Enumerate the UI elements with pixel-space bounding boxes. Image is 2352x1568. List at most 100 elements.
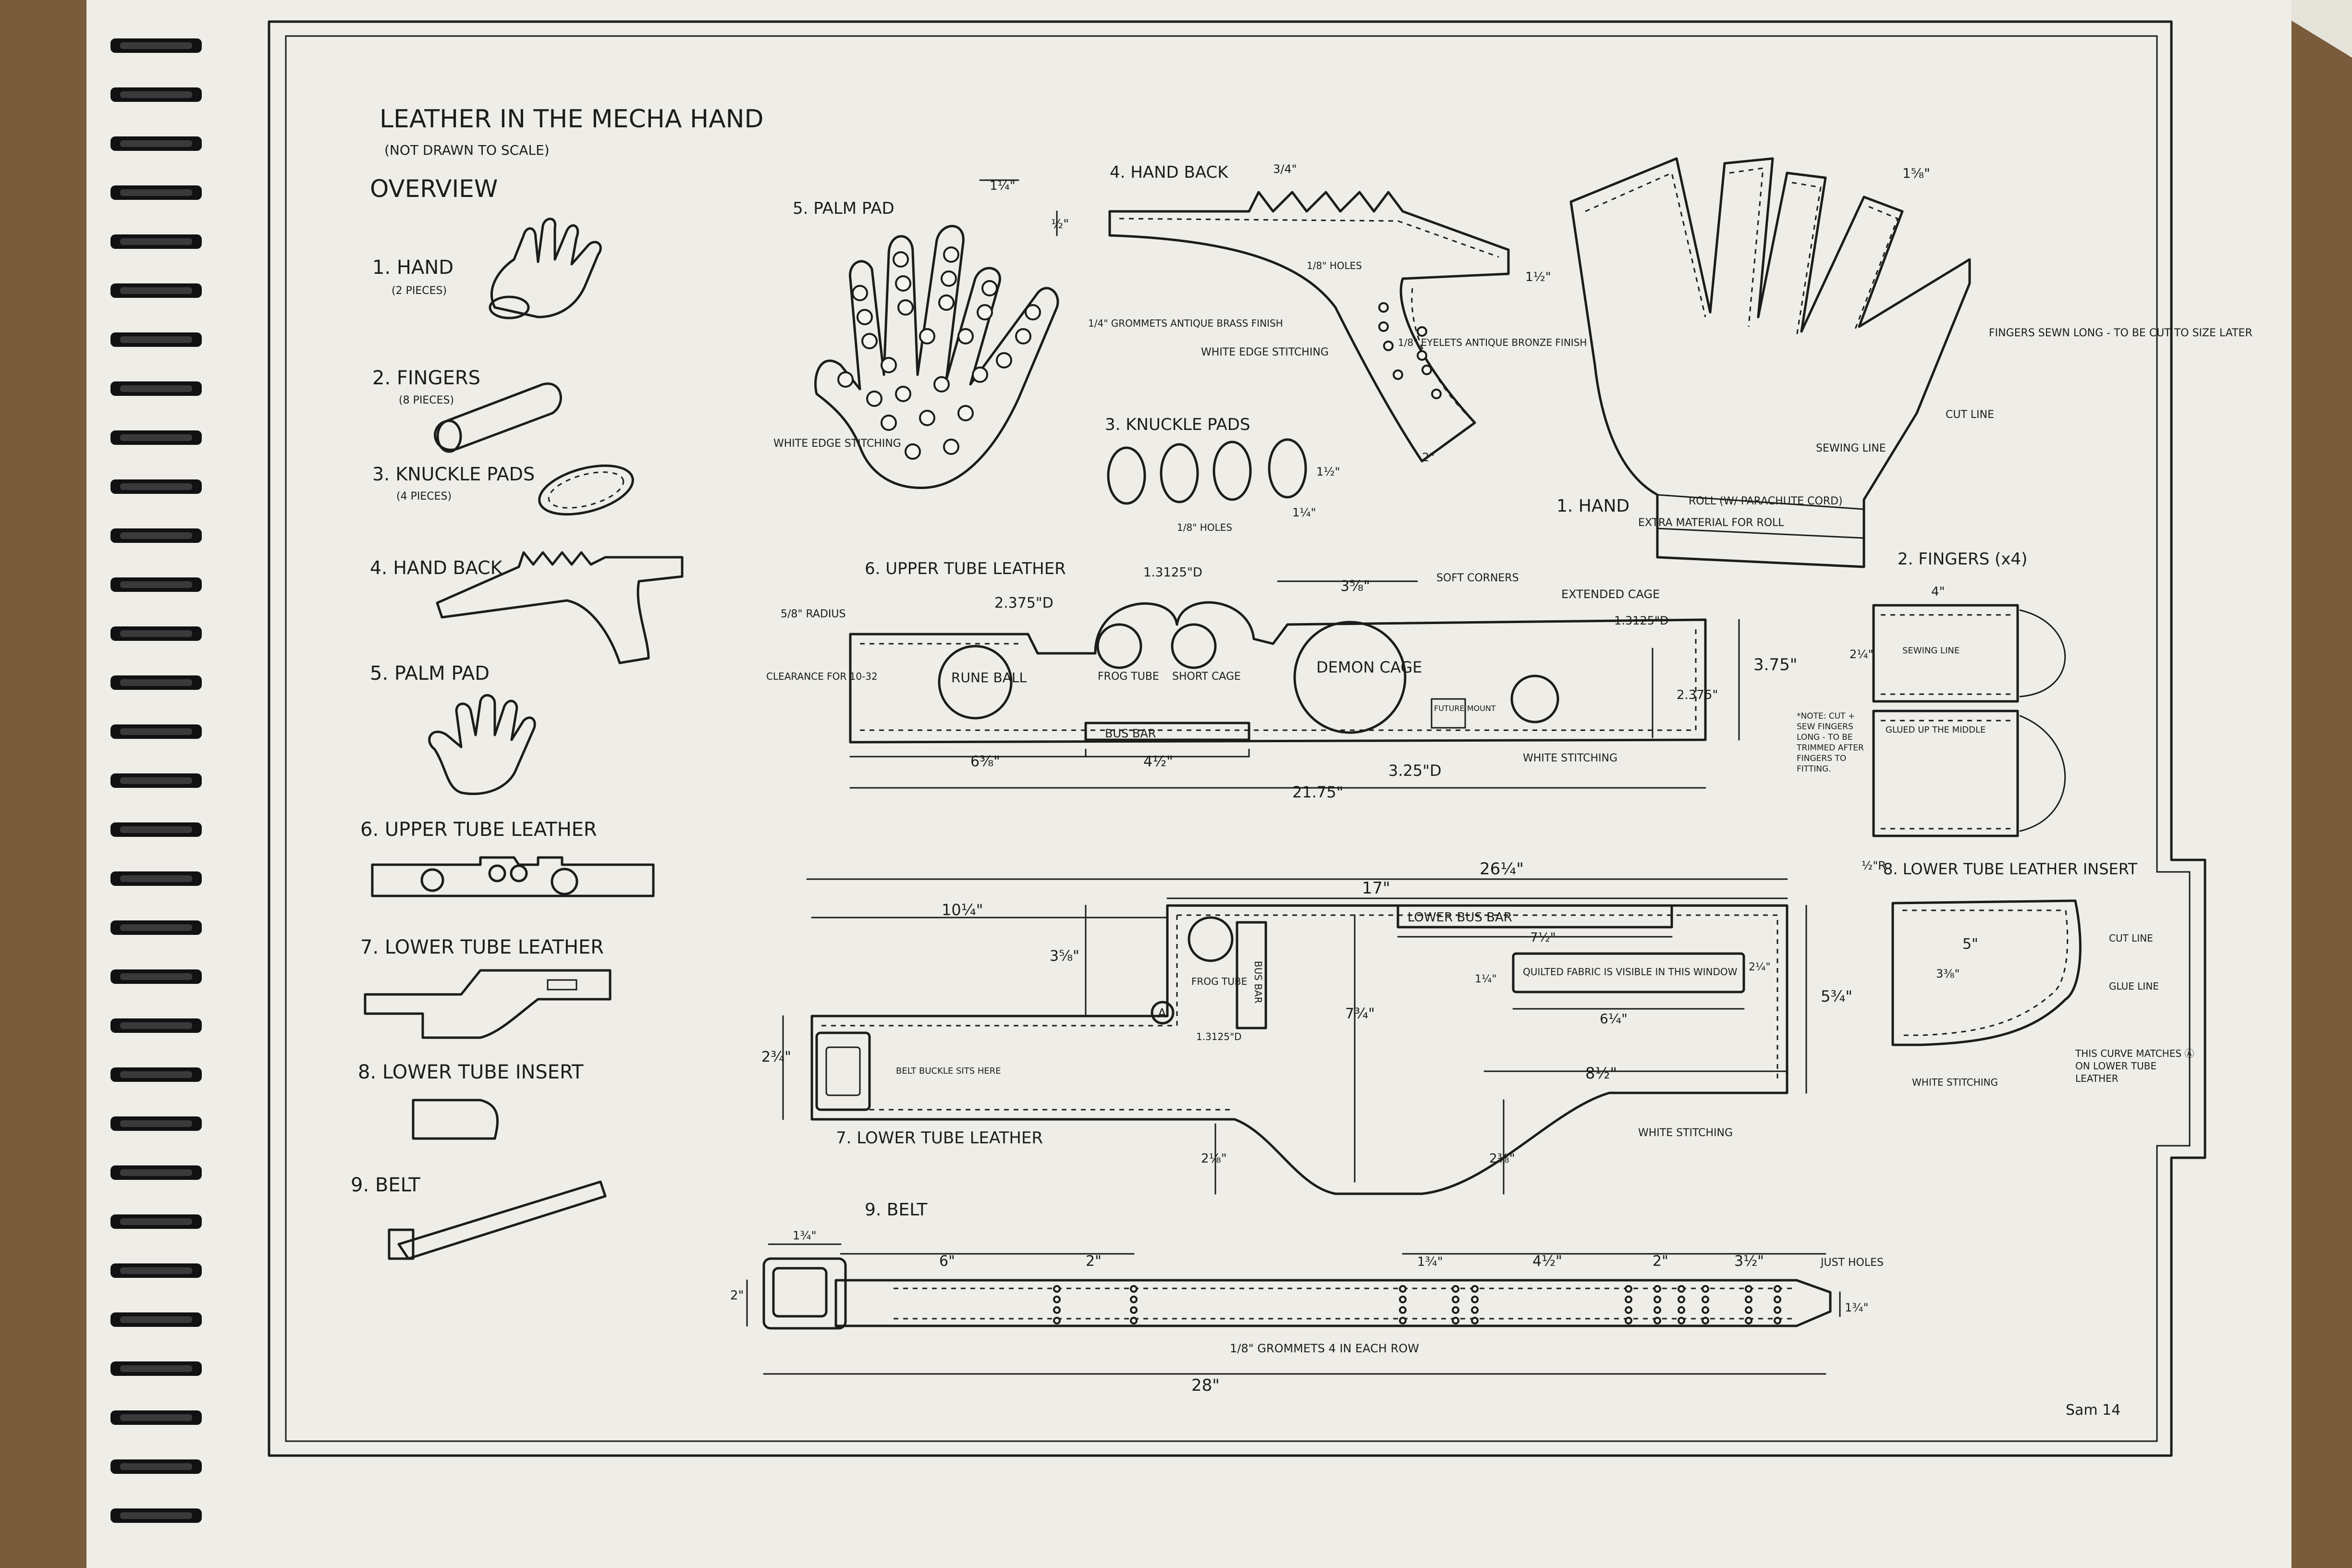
overview-item-palm-pad: 5. PALM PAD [370, 662, 490, 685]
lower-tube-dim-bus: 7½" [1530, 931, 1556, 945]
lower-tube-dim-total: 26¼" [1480, 859, 1524, 879]
belt-grommet [1774, 1317, 1781, 1324]
hand-back-eyelet [1421, 365, 1432, 375]
sheet-subtitle: (NOT DRAWN TO SCALE) [384, 142, 550, 158]
lower-tube-window-note: QUILTED FABRIC IS VISIBLE IN THIS WINDOW [1523, 966, 1738, 978]
palm-grommet [943, 246, 959, 263]
lower-tube-dim-left: 10¼" [942, 901, 983, 919]
belt-grommet [1774, 1285, 1781, 1293]
palm-grommet [881, 357, 897, 373]
spiral-coil-shine [120, 287, 192, 294]
overview-upper-tube-sketch [371, 856, 655, 897]
overview-insert-sketch [412, 1099, 499, 1140]
hand-back-dim-top: 3/4" [1273, 162, 1297, 176]
hand-fingers-note: FINGERS SEWN LONG - TO BE CUT TO SIZE LA… [1989, 327, 2253, 339]
belt-grommet [1625, 1317, 1632, 1324]
hand-sewing-line: SEWING LINE [1816, 442, 1886, 454]
belt-grommet [1130, 1296, 1138, 1303]
palm-grommet [938, 294, 955, 311]
upper-tube-future-mount: FUTURE MOUNT [1434, 704, 1496, 713]
belt-dim-height: 2" [730, 1288, 744, 1303]
spiral-coil-shine [120, 777, 192, 784]
belt-grommet [1745, 1296, 1752, 1303]
spiral-coil-shine [120, 1414, 192, 1421]
belt-holes-note: JUST HOLES [1820, 1257, 1884, 1269]
belt-grommet [1654, 1285, 1661, 1293]
fingers-note: *NOTE: CUT + SEW FINGERS LONG - TO BE TR… [1797, 711, 1864, 774]
lower-tube-lower-bus-bar: LOWER BUS BAR [1408, 910, 1512, 925]
lower-tube-dim-mid: 7¾" [1345, 1005, 1375, 1022]
lower-insert-title: 8. LOWER TUBE LEATHER INSERT [1883, 860, 2138, 878]
upper-tube-bus-bar: BUS BAR [1105, 727, 1156, 740]
hand-back-dim-side: 1½" [1525, 270, 1551, 284]
hand-back-eyelet [1417, 326, 1427, 337]
hand-back-title: 4. HAND BACK [1110, 163, 1229, 182]
hand-back-eyelet [1378, 302, 1389, 313]
belt-grommet [1053, 1317, 1061, 1324]
belt-grommet [1053, 1285, 1061, 1293]
spiral-coil-shine [120, 42, 192, 49]
upper-tube-dim-top: 3⅝" [1340, 578, 1370, 595]
belt-grommet [1678, 1306, 1685, 1314]
palm-grommet [852, 285, 868, 301]
belt-grommet [1702, 1306, 1709, 1314]
lower-insert-dim-height: 3⅜" [1936, 967, 1960, 980]
palm-grommet [957, 405, 974, 421]
lower-tube-dim-low: 8½" [1585, 1064, 1617, 1082]
belt-dim-lines [746, 1243, 1841, 1375]
spiral-coil-shine [120, 336, 192, 343]
spiral-coil-shine [120, 1316, 192, 1323]
belt-grommet [1471, 1296, 1479, 1303]
belt-grommet [1130, 1317, 1138, 1324]
overview-item-hand: 1. HAND [372, 257, 453, 279]
overview-item-upper-tube: 6. UPPER TUBE LEATHER [360, 819, 597, 841]
palm-grommet [881, 415, 897, 431]
spiral-coil-shine [120, 973, 192, 980]
overview-hand-back-sketch [436, 551, 684, 664]
lower-tube-stitch-note: WHITE STITCHING [1638, 1127, 1733, 1139]
lower-tube-dim-side: 3⅝" [1050, 948, 1079, 965]
overview-knuckle-sketch [538, 464, 634, 516]
upper-tube-detail [849, 601, 1707, 744]
knuckle-pads-detail [1107, 438, 1307, 505]
overview-hand-sketch [489, 218, 602, 319]
spiral-coil-shine [120, 679, 192, 686]
spiral-coil-shine [120, 483, 192, 490]
upper-tube-clearance-note: CLEARANCE FOR 10-32 [766, 671, 878, 682]
belt-grommet [1745, 1306, 1752, 1314]
lower-tube-dim-win-r: 2¼" [1749, 961, 1770, 973]
belt-grommet [1654, 1317, 1661, 1324]
upper-tube-soft-corners: SOFT CORNERS [1436, 572, 1519, 584]
hand-back-eyelet [1417, 350, 1427, 361]
upper-tube-radius-note: 5/8" RADIUS [781, 608, 845, 620]
belt-detail [762, 1257, 1832, 1330]
upper-tube-title: 6. UPPER TUBE LEATHER [865, 559, 1066, 578]
lower-tube-marker: A [1158, 1006, 1166, 1021]
upper-tube-extended-cage: EXTENDED CAGE [1561, 588, 1660, 601]
lower-tube-dim-17: 17" [1362, 879, 1390, 898]
palm-grommet [957, 328, 974, 344]
palm-grommet [857, 309, 873, 325]
belt-grommet [1625, 1306, 1632, 1314]
spiral-coil-shine [120, 1169, 192, 1176]
overview-heading: OVERVIEW [370, 175, 498, 203]
fingers-dim-height: 2¼" [1850, 648, 1874, 661]
belt-dim-45: 4½" [1532, 1253, 1562, 1270]
spiral-coil-shine [120, 238, 192, 245]
belt-grommet [1452, 1317, 1459, 1324]
belt-grommet [1625, 1296, 1632, 1303]
palm-grommet [905, 443, 921, 460]
lower-insert-radius: ½"R [1862, 859, 1886, 872]
lower-insert-detail [1891, 899, 2082, 1046]
palm-pad-dim-lines [979, 179, 1058, 236]
lower-insert-curve-note: THIS CURVE MATCHES Ⓐ ON LOWER TUBE LEATH… [2075, 1048, 2194, 1084]
upper-tube-dim-frog: 1.3125"D [1143, 565, 1202, 580]
hand-back-eyelet [1378, 321, 1389, 332]
hand-back-dim-bottom: 2" [1422, 451, 1434, 464]
upper-tube-dim-b: 4½" [1143, 753, 1173, 770]
palm-grommet [919, 410, 935, 426]
palm-grommet [972, 367, 988, 383]
palm-grommet [895, 275, 911, 292]
